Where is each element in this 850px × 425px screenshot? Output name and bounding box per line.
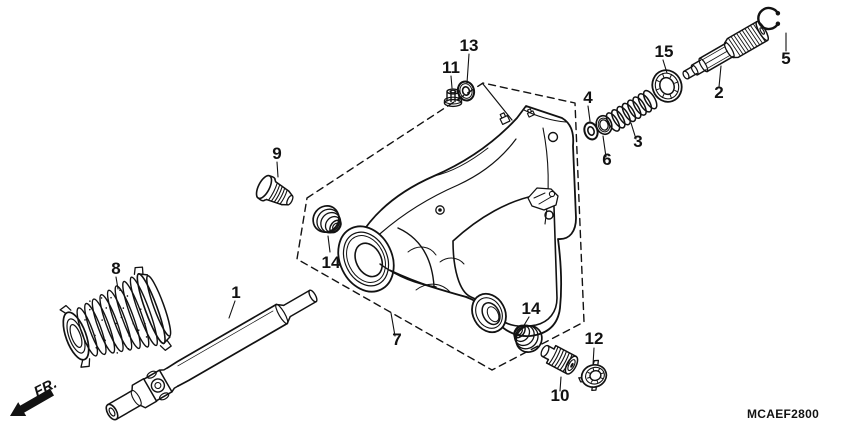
- washer-13: [456, 80, 476, 102]
- dust-cap-14-lower: [513, 324, 543, 353]
- callout-3: 3: [633, 132, 642, 151]
- drive-shaft: [105, 289, 318, 421]
- snap-ring-5: [757, 6, 781, 31]
- hose-clamp: [527, 187, 559, 211]
- flange-hole-lower: [544, 210, 554, 220]
- spring-seat-15: [651, 69, 683, 103]
- callout-2: 2: [714, 83, 723, 102]
- lower-arm-boss: [471, 292, 507, 334]
- leader-line-13-to-stud: [482, 83, 513, 121]
- pinion-shaft-2: [682, 20, 770, 80]
- u-joint-cross: [150, 378, 166, 393]
- bolt-9: [255, 174, 294, 206]
- washer-6: [595, 114, 613, 136]
- spring-3: [605, 89, 658, 132]
- callout-13: 13: [460, 36, 479, 55]
- callout-12: 12: [585, 329, 604, 348]
- fr-direction-indicator: FR.: [10, 376, 60, 416]
- callout-10: 10: [551, 386, 570, 405]
- drive-shaft-boot: [59, 266, 172, 368]
- callout-15: 15: [655, 42, 674, 61]
- callout-11: 11: [442, 58, 460, 77]
- mounting-stud: [499, 112, 511, 126]
- diagram-code: MCAEF2800: [747, 407, 819, 421]
- leader-lines: [115, 32, 787, 392]
- callout-6: 6: [602, 150, 611, 169]
- pivot-boss: [337, 225, 395, 293]
- adjuster-plug-10: [540, 344, 579, 375]
- assembly-dashed-outline: [296, 82, 585, 371]
- callout-14-lower: 14: [522, 299, 541, 318]
- flange-nut-11: [443, 88, 463, 108]
- fr-arrow-icon: [10, 388, 54, 416]
- oring-4: [583, 121, 599, 141]
- grease-fitting: [435, 205, 445, 215]
- callout-9: 9: [272, 144, 281, 163]
- callout-1: 1: [231, 283, 240, 302]
- callout-4: 4: [583, 88, 593, 107]
- boot-texture: [84, 289, 148, 354]
- dust-cap-14-upper: [312, 205, 342, 234]
- flange-hole-upper: [547, 131, 559, 143]
- callout-14-upper: 14: [322, 253, 341, 272]
- mounting-stud-small: [526, 108, 536, 118]
- callout-8: 8: [111, 259, 120, 278]
- callout-5: 5: [781, 49, 790, 68]
- callout-7: 7: [392, 330, 401, 349]
- lock-nut-12: [578, 359, 608, 392]
- swingarm: [337, 105, 577, 337]
